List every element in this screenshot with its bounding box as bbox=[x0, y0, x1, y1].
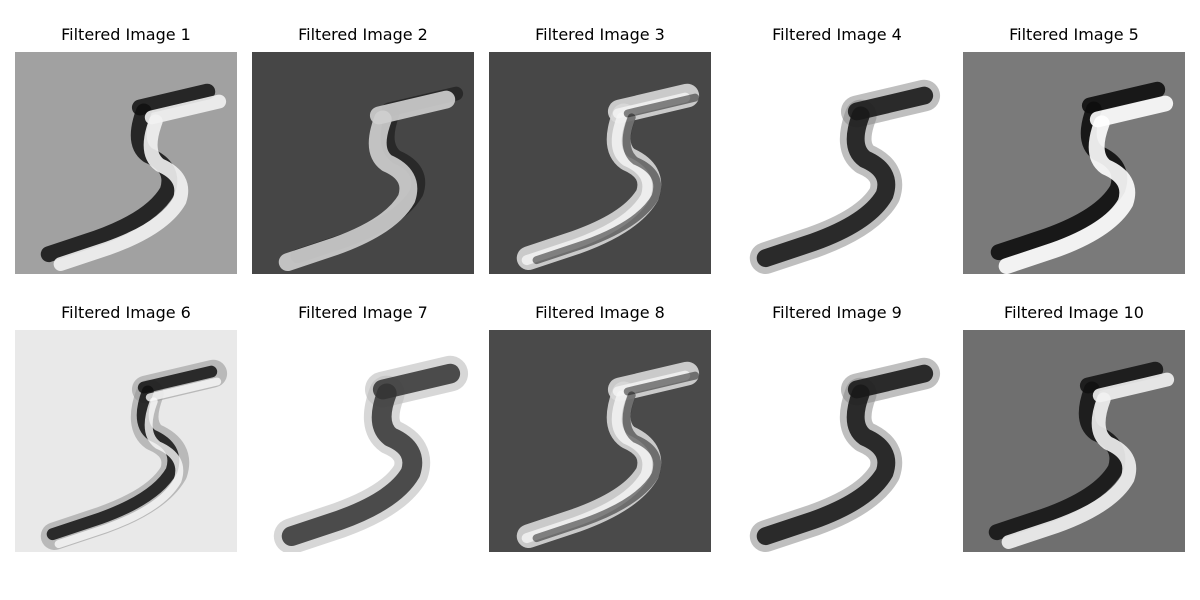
filtered-image bbox=[489, 52, 711, 274]
digit-five-strokes bbox=[40, 359, 228, 551]
panel-title: Filtered Image 10 bbox=[1004, 303, 1144, 322]
filtered-image bbox=[252, 330, 474, 552]
filtered-image bbox=[963, 52, 1185, 274]
digit-five-strokes bbox=[749, 357, 941, 552]
digit-five-strokes bbox=[273, 355, 469, 552]
filtered-image bbox=[726, 330, 948, 552]
filtered-image bbox=[252, 52, 474, 274]
digit-five-strokes bbox=[516, 361, 700, 549]
panel-title: Filtered Image 6 bbox=[61, 303, 191, 322]
digit-five-strokes bbox=[40, 83, 227, 272]
panel-title: Filtered Image 5 bbox=[1009, 25, 1139, 44]
panel-title: Filtered Image 8 bbox=[535, 303, 665, 322]
filtered-image bbox=[963, 330, 1185, 552]
digit-five-strokes bbox=[749, 79, 941, 274]
digit-five-strokes bbox=[990, 81, 1174, 274]
filtered-image bbox=[726, 52, 948, 274]
filtered-image bbox=[489, 330, 711, 552]
digit-five-strokes bbox=[988, 361, 1175, 550]
panel-title: Filtered Image 2 bbox=[298, 25, 428, 44]
filtered-image bbox=[15, 330, 237, 552]
digit-five-strokes bbox=[516, 83, 700, 271]
panel-title: Filtered Image 7 bbox=[298, 303, 428, 322]
panel-title: Filtered Image 1 bbox=[61, 25, 191, 44]
panel-title: Filtered Image 9 bbox=[772, 303, 902, 322]
panel-title: Filtered Image 3 bbox=[535, 25, 665, 44]
panel-title: Filtered Image 4 bbox=[772, 25, 902, 44]
digit-five-strokes bbox=[278, 86, 464, 272]
filtered-image bbox=[15, 52, 237, 274]
